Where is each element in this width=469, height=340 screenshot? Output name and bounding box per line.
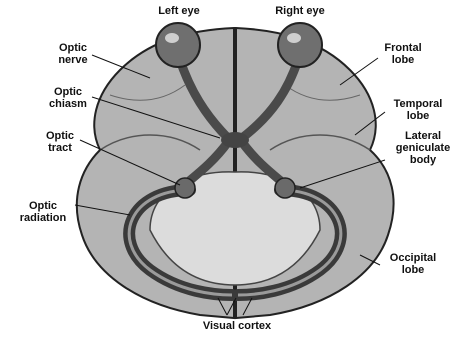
label-visual-cortex: Visual cortex [182,320,292,332]
label-optic-chiasm: Optic chiasm [40,86,96,110]
label-lateral-geniculate-body: Lateral geniculate body [384,130,462,166]
label-right-eye: Right eye [262,5,338,17]
lgn-left [175,178,195,198]
label-optic-tract: Optic tract [36,130,84,154]
optic-chiasm [221,132,249,148]
label-occipital-lobe: Occipital lobe [378,252,448,276]
label-optic-nerve: Optic nerve [48,42,98,66]
label-frontal-lobe: Frontal lobe [374,42,432,66]
lgn-right [275,178,295,198]
label-left-eye: Left eye [144,5,214,17]
right-eye [278,23,322,67]
label-temporal-lobe: Temporal lobe [382,98,454,122]
label-optic-radiation: Optic radiation [10,200,76,224]
left-eye [156,23,200,67]
